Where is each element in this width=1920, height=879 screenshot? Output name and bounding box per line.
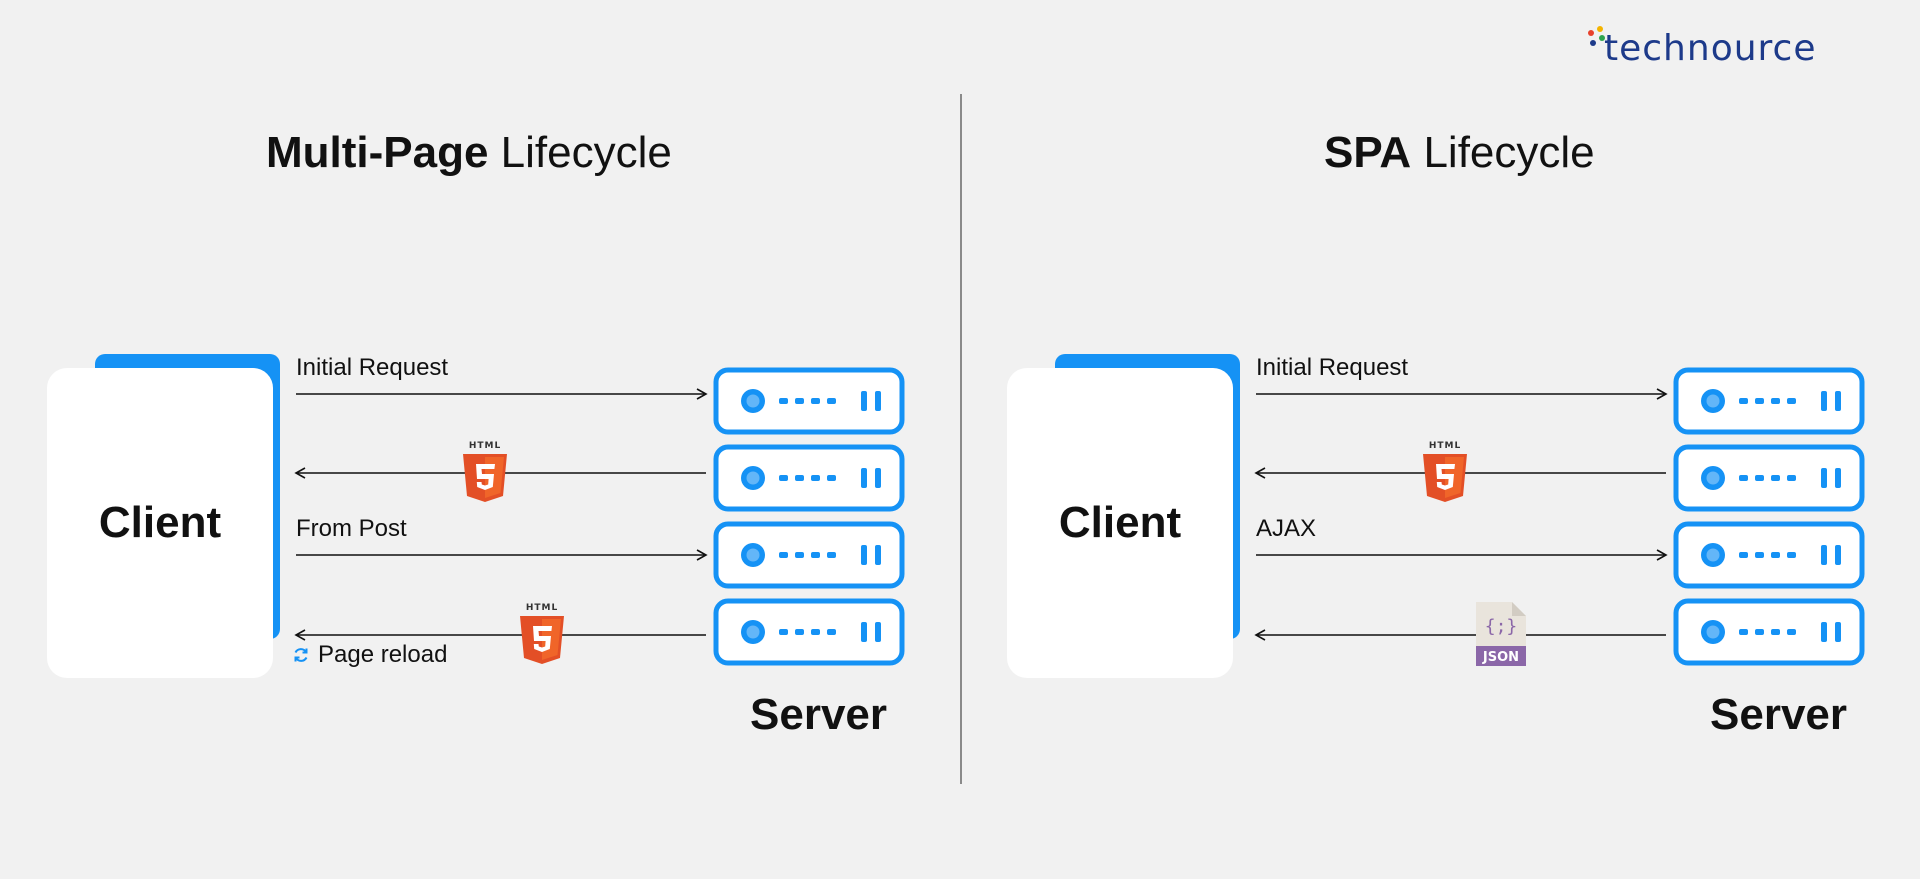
message-label: Initial Request	[1256, 354, 1409, 381]
logo-dot	[1599, 35, 1605, 41]
client-device: Client	[1007, 368, 1233, 678]
panel-divider	[960, 94, 962, 784]
server-unit	[1676, 601, 1862, 663]
title-light: Lifecycle	[488, 128, 672, 177]
html5-icon	[520, 603, 564, 664]
json-braces: {;}	[1485, 616, 1518, 637]
html5-icon	[463, 441, 507, 502]
server-label: Server	[750, 690, 888, 739]
html5-icon	[1423, 441, 1467, 502]
server-unit	[1676, 370, 1862, 432]
server-stack	[716, 370, 902, 663]
multipage-title: Multi-Page Lifecycle	[266, 128, 672, 188]
spa-title: SPA Lifecycle	[1324, 128, 1595, 188]
page-reload-label: Page reload	[318, 641, 448, 668]
server-unit	[1676, 524, 1862, 586]
page-reload-note: Page reload	[292, 641, 447, 669]
logo-dot	[1588, 30, 1594, 36]
logo-dot	[1590, 40, 1596, 46]
message-label: From Post	[296, 515, 407, 542]
json-file-icon: {;} JSON	[1476, 602, 1526, 666]
message-label: AJAX	[1256, 515, 1317, 542]
badge-text: JSON	[1482, 650, 1519, 665]
client-device: Client	[47, 368, 273, 678]
server-unit	[716, 601, 902, 663]
server-unit	[716, 370, 902, 432]
title-bold: Multi-Page	[266, 128, 489, 177]
client-label: Client	[1058, 498, 1182, 547]
title-bold: SPA	[1324, 128, 1412, 177]
server-unit	[716, 524, 902, 586]
client-label: Client	[98, 498, 222, 547]
server-unit	[716, 447, 902, 509]
server-stack	[1676, 370, 1862, 663]
logo-dot	[1597, 26, 1603, 32]
technource-logo: technource	[1588, 26, 1868, 76]
refresh-icon	[294, 648, 308, 662]
server-label: Server	[1710, 690, 1848, 739]
message-label: Initial Request	[296, 354, 449, 381]
logo-text: technource	[1604, 28, 1817, 69]
server-unit	[1676, 447, 1862, 509]
title-light: Lifecycle	[1411, 128, 1595, 177]
